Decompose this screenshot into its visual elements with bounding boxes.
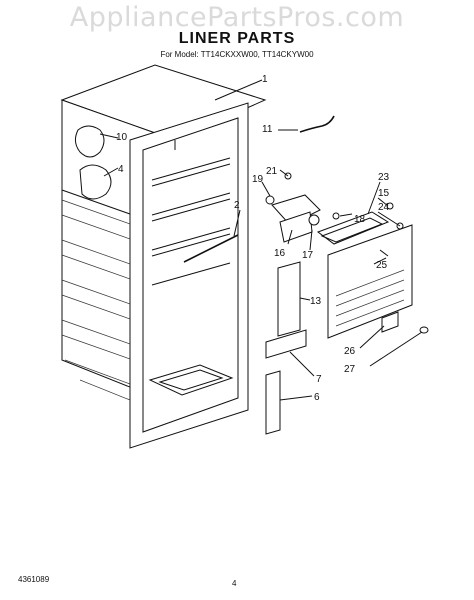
callout-24: 24 [378,202,390,213]
part-25-panel [327,224,413,339]
model-line: For Model: TT14CKXXW00, TT14CKYW00 [160,50,314,59]
callout-16: 16 [274,248,286,259]
part-18 [332,212,340,220]
part-19 [265,195,275,205]
part-13-duct [277,261,301,337]
callout-10: 10 [116,132,128,143]
callout-2: 2 [234,200,240,211]
callout-26: 26 [344,346,356,357]
page-number: 4 [232,579,237,588]
callout-19: 19 [252,174,264,185]
footer-code: 4361089 [18,575,50,584]
callout-15: 15 [378,188,390,199]
callout-17: 17 [302,250,314,261]
part-27 [419,326,429,334]
callout-4: 4 [118,164,124,175]
part-11-wire [299,115,335,133]
callout-25: 25 [376,260,388,271]
callout-11: 11 [262,124,273,135]
part-7-plate [265,329,307,359]
liner-cabinet [60,64,267,449]
leader-lines [99,79,423,401]
callout-6: 6 [314,392,320,403]
callout-18: 18 [354,214,366,225]
callout-1: 1 [262,74,268,85]
control-housing [271,194,321,243]
callout-7: 7 [316,374,322,385]
part-6-strip [265,370,281,435]
callout-21: 21 [266,166,278,177]
callout-13: 13 [310,296,322,307]
callout-23: 23 [378,172,390,183]
callout-27: 27 [344,364,356,375]
page-title: LINER PARTS [178,30,296,47]
watermark: AppliancePartsPros.com [69,2,405,33]
